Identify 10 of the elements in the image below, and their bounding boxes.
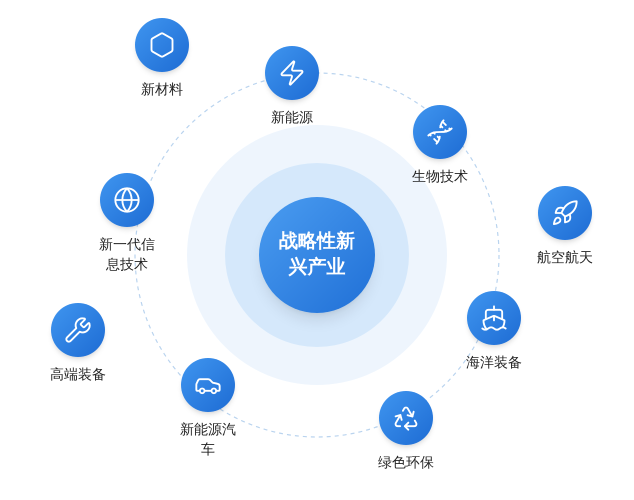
center-label: 战略性新兴产业 — [278, 230, 356, 280]
node-label: 海洋装备 — [465, 353, 523, 372]
node-label: 生物技术 — [411, 167, 469, 186]
node-label: 新能源 — [270, 108, 314, 127]
node-label: 新一代信息技术 — [98, 235, 156, 274]
node-label: 新材料 — [140, 80, 184, 99]
node-label: 绿色环保 — [377, 453, 435, 472]
node-label: 高端装备 — [49, 365, 107, 384]
node-label: 航空航天 — [536, 248, 594, 267]
node-label: 新能源汽车 — [179, 420, 237, 459]
